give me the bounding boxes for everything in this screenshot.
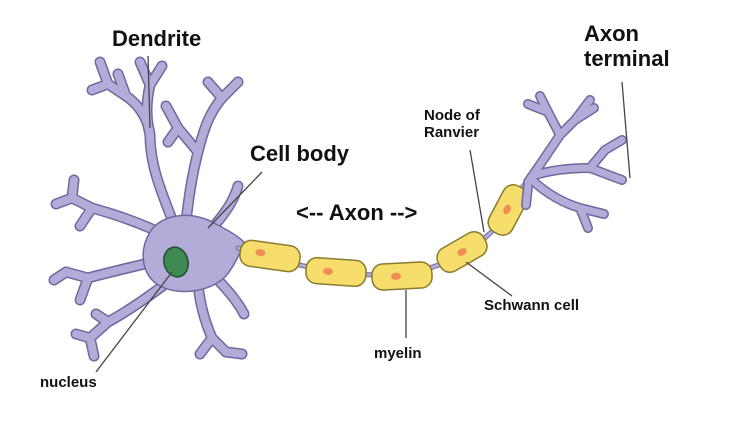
node-of-ranvier-leader [469, 149, 485, 233]
node-of-ranvier-label-line1: Node of [424, 107, 480, 124]
myelin-segment [436, 231, 488, 273]
nucleus-label: nucleus [40, 374, 97, 391]
myelin-segment [305, 256, 367, 288]
node-of-ranvier-label-line2: Ranvier [424, 123, 480, 141]
myelin-segment [371, 261, 433, 291]
axon-terminal-leader [621, 81, 631, 179]
dendrite-label: Dendrite [112, 26, 202, 51]
dendrite-branches [48, 56, 250, 362]
schwann-cell-label: Schwann cell [484, 297, 580, 314]
schwann-cell-leader [465, 261, 513, 297]
axon-terminal-label: Axon terminal [584, 21, 670, 71]
myelin-segment [239, 239, 301, 273]
cell-body-label: Cell body [250, 141, 350, 166]
nucleus-leader [95, 271, 173, 373]
myelin-label: myelin [374, 345, 422, 362]
axon-terminal-label-line1: Axon [584, 21, 639, 46]
nucleus-shape [163, 246, 189, 278]
cell-body-leader [207, 171, 263, 229]
myelin-segment [487, 184, 529, 236]
leader-lines [95, 55, 631, 373]
cell-body [142, 214, 245, 293]
node-of-ranvier-label: Node of Ranvier [424, 107, 480, 142]
axon-terminal-label-line2: terminal [584, 45, 670, 71]
axon-label: <-- Axon --> [296, 200, 418, 225]
dendrite-leader [147, 55, 151, 129]
axon-terminal-branches [521, 91, 627, 233]
myelin-sheath [239, 184, 529, 291]
